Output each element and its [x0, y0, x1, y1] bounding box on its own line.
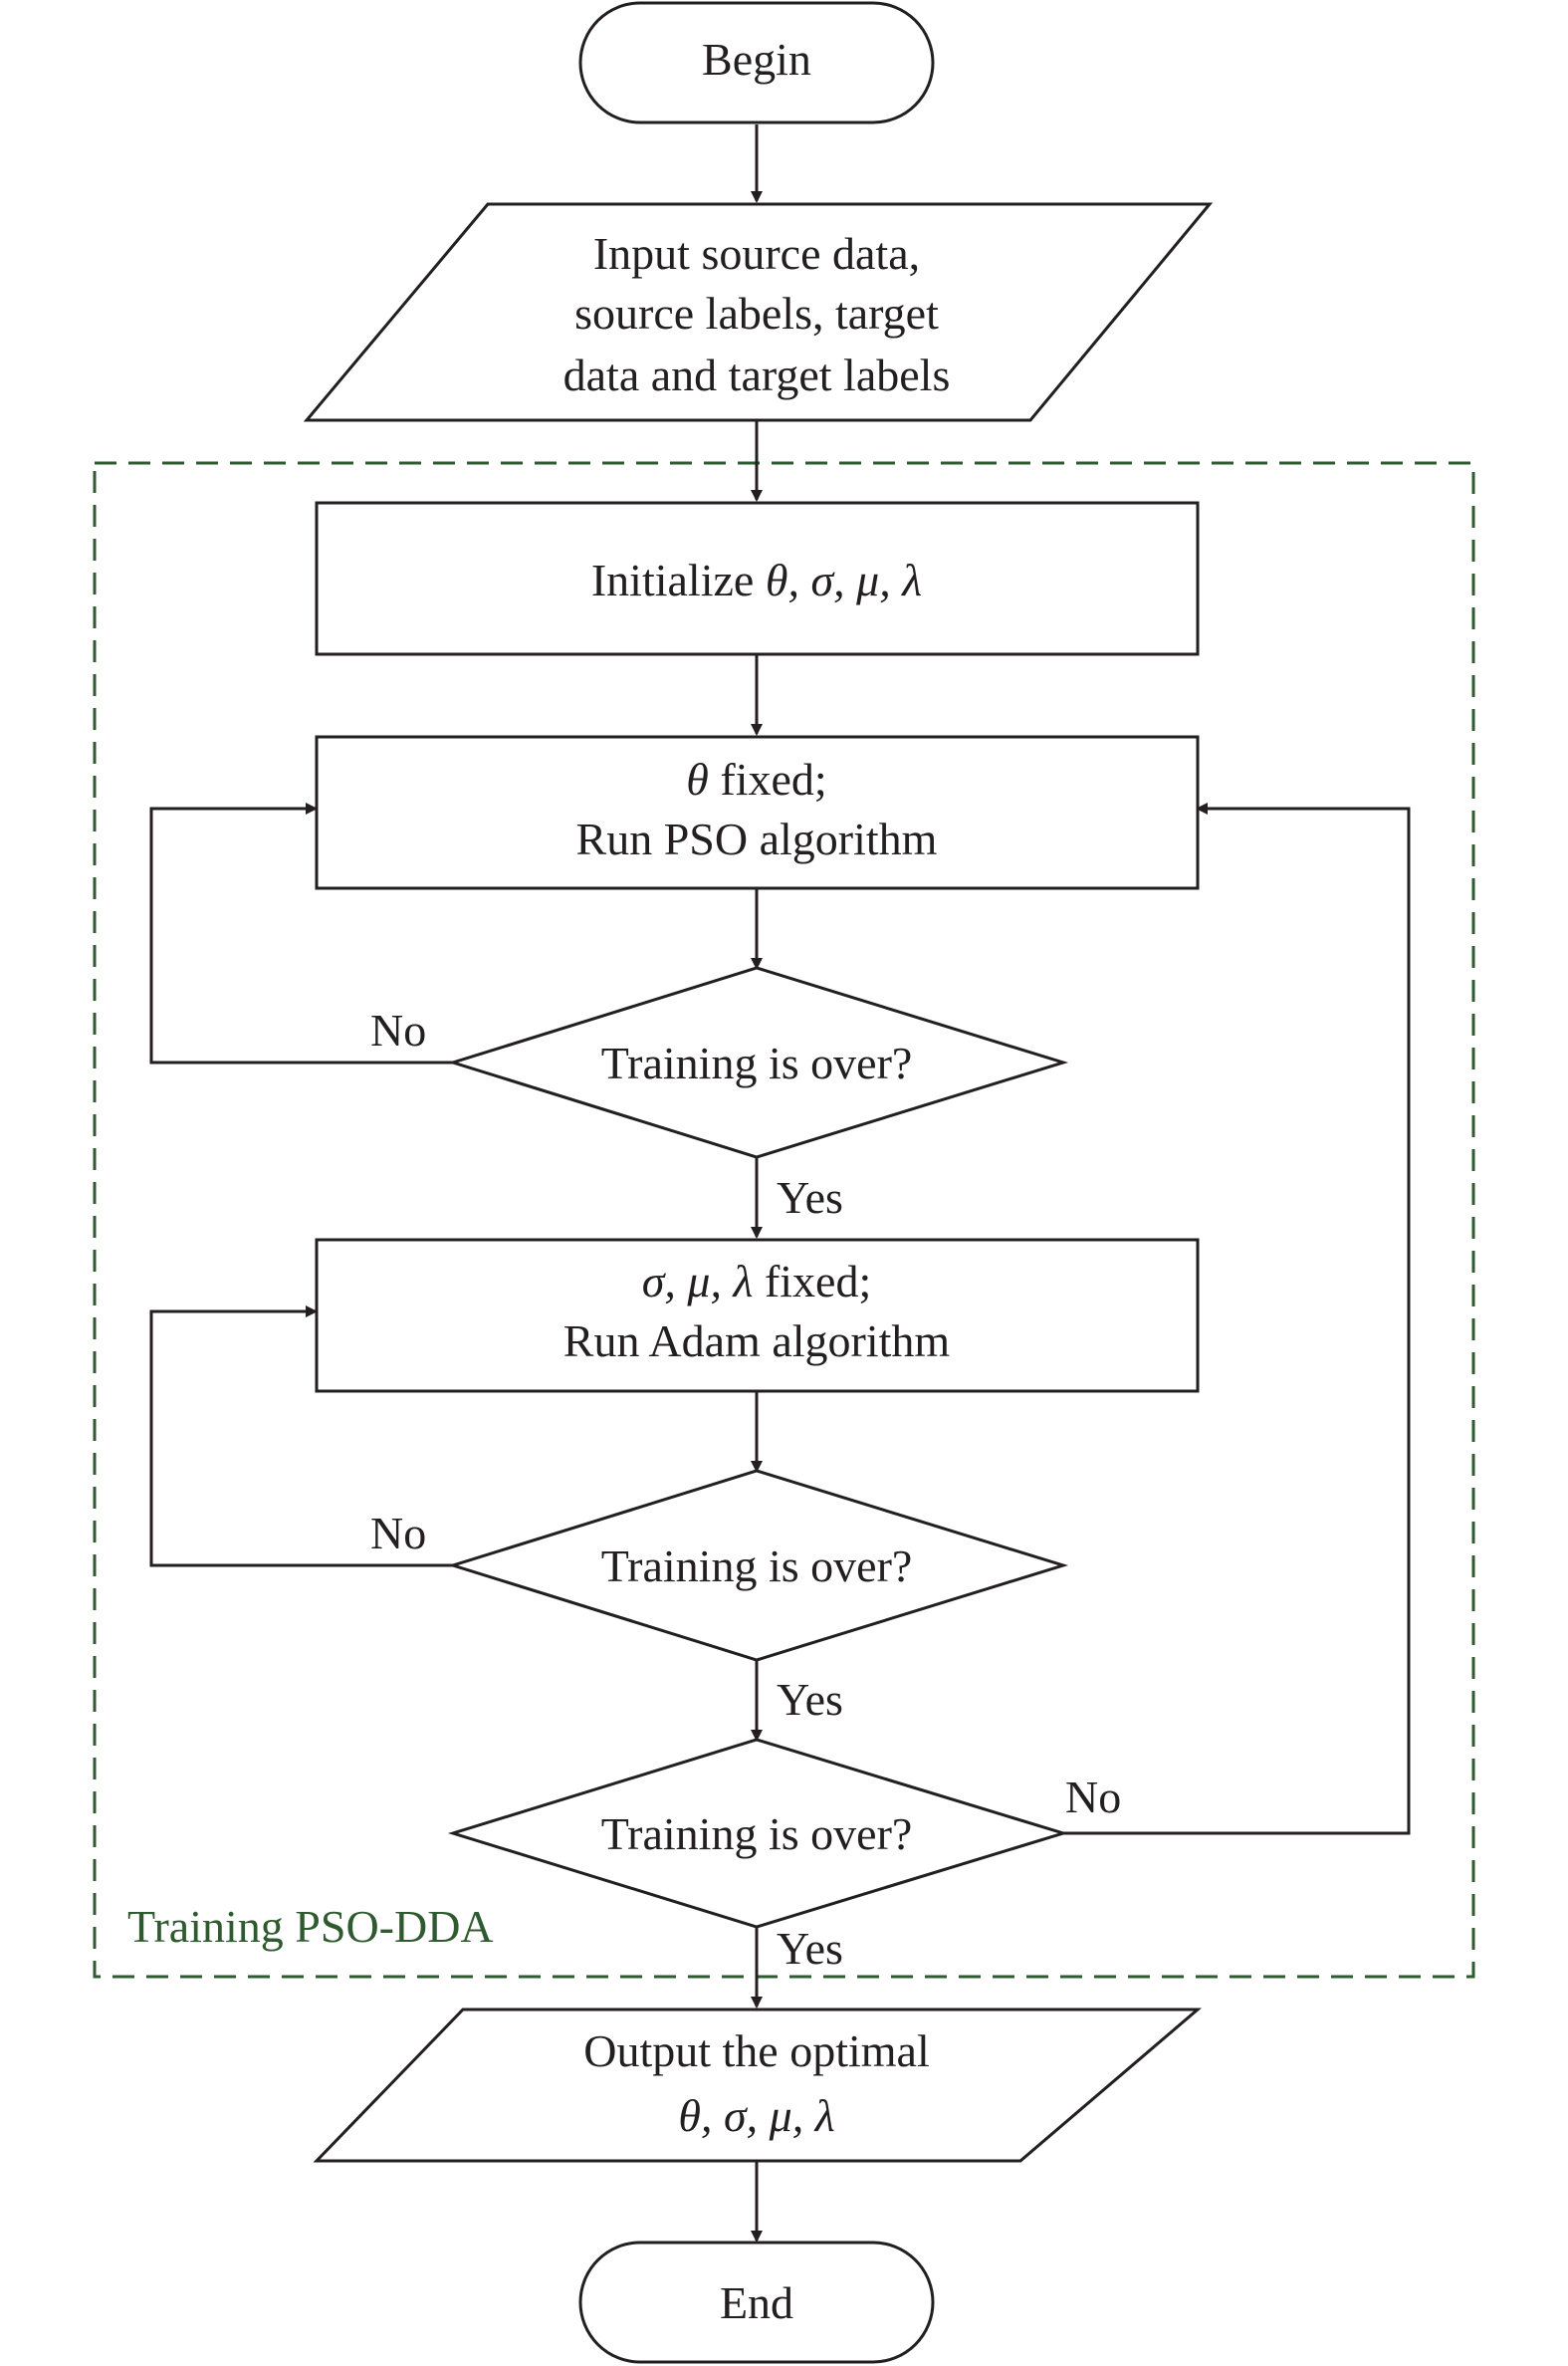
- initialize-node: Initialize θ, σ, μ, λ: [315, 501, 1200, 656]
- decision3-yes-label: Yes: [777, 1923, 843, 1974]
- decision1-label: Training is over?: [601, 1038, 913, 1088]
- decision1-no-label: No: [370, 1005, 426, 1056]
- pso-theta: θ: [686, 754, 709, 805]
- end-node: End: [578, 2241, 935, 2364]
- decision3-no-label: No: [1065, 1772, 1121, 1822]
- output-label-line2: θ, σ, μ, λ: [678, 2090, 834, 2141]
- adam-fixed: fixed;: [753, 1256, 871, 1306]
- decision2-shape: [447, 1469, 1069, 1662]
- decision3-node: Training is over?: [447, 1738, 1069, 1929]
- decision1-node: Training is over?: [447, 966, 1069, 1159]
- training-group-box: [93, 461, 1475, 1979]
- decision1-yes-label: Yes: [777, 1172, 843, 1223]
- input-shape: [303, 202, 1214, 422]
- initialize-prefix: Initialize: [591, 555, 766, 605]
- pso-node: θ fixed; Run PSO algorithm: [315, 735, 1200, 890]
- decision3-label: Training is over?: [601, 1808, 913, 1859]
- input-node: Input source data, source labels, target…: [303, 202, 1214, 422]
- end-label: End: [720, 2277, 793, 2328]
- input-label-line3: data and target labels: [563, 350, 951, 400]
- decision3-shape: [447, 1738, 1069, 1929]
- decision1-shape: [447, 966, 1069, 1159]
- decision2-node: Training is over?: [447, 1469, 1069, 1662]
- edge-decision2-no-loop: [149, 1305, 453, 1567]
- decision2-label: Training is over?: [601, 1540, 913, 1591]
- input-label-line1: Input source data,: [593, 228, 920, 279]
- output-node: Output the optimal θ, σ, μ, λ: [313, 2008, 1203, 2163]
- begin-node: Begin: [578, 1, 935, 124]
- adam-vars: σ, μ, λ: [642, 1256, 754, 1306]
- edge-decision1-no-loop: [149, 803, 453, 1065]
- output-shape: [313, 2008, 1203, 2163]
- training-group-label: Training PSO-DDA: [127, 1901, 494, 1952]
- begin-label: Begin: [702, 34, 811, 85]
- adam-label-line2: Run Adam algorithm: [563, 1315, 951, 1366]
- input-label-line2: source labels, target: [574, 288, 939, 339]
- adam-label-line1: σ, μ, λ fixed;: [642, 1256, 872, 1306]
- initialize-vars: θ, σ, μ, λ: [766, 555, 922, 605]
- pso-shape: [315, 735, 1200, 890]
- initialize-shape: [315, 501, 1200, 656]
- edges: [149, 124, 1411, 2243]
- adam-shape: [315, 1238, 1200, 1393]
- end-shape: [578, 2241, 935, 2364]
- decision2-yes-label: Yes: [777, 1674, 843, 1725]
- output-label-line1: Output the optimal: [583, 2025, 930, 2076]
- decision2-no-label: No: [370, 1508, 426, 1558]
- edge-decision3-no-loop: [1063, 803, 1411, 1835]
- pso-label-line2: Run PSO algorithm: [576, 814, 938, 864]
- begin-shape: [578, 1, 935, 124]
- adam-node: σ, μ, λ fixed; Run Adam algorithm: [315, 1238, 1200, 1393]
- pso-fixed: fixed;: [709, 754, 827, 805]
- initialize-label: Initialize θ, σ, μ, λ: [591, 555, 922, 605]
- pso-label-line1: θ fixed;: [686, 754, 826, 805]
